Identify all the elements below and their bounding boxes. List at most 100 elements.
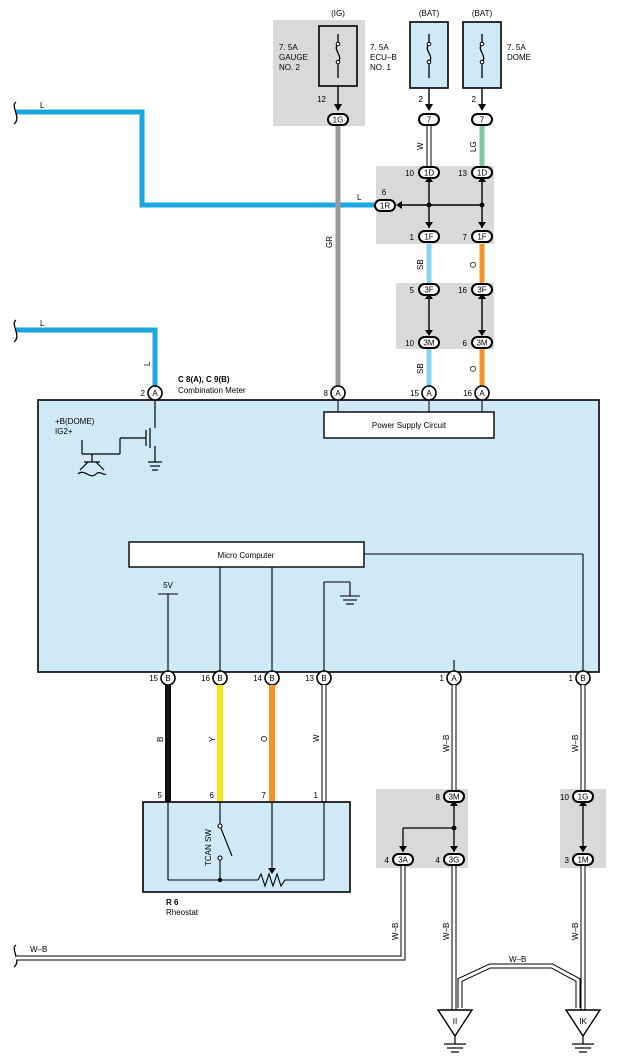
connector-3f-5: 3F 5	[410, 283, 440, 296]
tcan-sw-label: TCAN SW	[204, 829, 213, 866]
wire-label: L	[40, 101, 45, 110]
power-supply-label: Power Supply Circuit	[372, 421, 447, 430]
ground-ii: II	[436, 1009, 474, 1053]
connector-3f-16: 3F 16	[458, 283, 493, 296]
wire-label: W–B	[391, 923, 400, 940]
conn-label: 3F	[424, 286, 433, 295]
connector-fuse1-out: 1G	[327, 113, 349, 126]
rheostat	[142, 801, 351, 893]
meter-pin-b15: B 15	[149, 670, 176, 686]
connector-3m-8: 3M 8	[436, 790, 465, 803]
conn-label: 1D	[424, 169, 434, 178]
wire-label: LG	[469, 141, 478, 152]
wire-label: B	[156, 737, 165, 742]
wire-wb-bridge	[457, 963, 581, 1008]
conn-label: A	[451, 674, 457, 683]
conn-label: B	[269, 674, 274, 683]
fuse-name2: NO. 2	[279, 63, 300, 72]
conn-label: 3M	[476, 339, 487, 348]
pin-number: 12	[317, 95, 326, 104]
meter-pin-a15: A 15	[410, 385, 437, 401]
wire-label: W	[416, 142, 425, 150]
fuse-name: ECU–B	[370, 53, 397, 62]
wire-label: W–B	[30, 945, 47, 954]
pin-number: 5	[410, 286, 415, 295]
pin-number: 6	[210, 791, 215, 800]
wire-wb-rheostat	[16, 866, 406, 961]
connector-fuse2-out: 7	[418, 113, 440, 126]
micro-computer	[128, 541, 365, 568]
pin-number: 1	[314, 791, 319, 800]
meter-subtitle: Combination Meter	[178, 386, 246, 395]
conn-label: B	[217, 674, 222, 683]
conn-label: 1R	[380, 202, 390, 211]
conn-label: B	[165, 674, 170, 683]
fuse-rating: 7. 5A	[370, 43, 389, 52]
conn-label: A	[479, 389, 485, 398]
pin-number: 1	[410, 233, 415, 242]
pin-number: 14	[253, 674, 262, 683]
pin-number: 7	[262, 791, 267, 800]
pin-number: 3	[565, 856, 570, 865]
wire-label: O	[260, 736, 269, 742]
connector-3a-4: 3A 4	[385, 853, 414, 866]
wire-label: W–B	[571, 735, 580, 752]
conn-label: 1M	[577, 856, 588, 865]
conn-label: 3G	[449, 856, 460, 865]
pin-number: 10	[405, 169, 414, 178]
meter-pin-b13: B 13	[305, 670, 332, 686]
wire-label: SB	[416, 363, 425, 374]
fuse-dome: (BAT) 7. 5A DOME	[462, 9, 531, 89]
rheostat-internal	[167, 802, 325, 888]
wire-label: W	[312, 734, 321, 742]
conn-label: 3M	[423, 339, 434, 348]
ig2-label: IG2+	[55, 427, 73, 436]
connector-fuse3-out: 7	[471, 113, 493, 126]
connector-1m-3: 1M 3	[565, 853, 594, 866]
conn-label: 3A	[398, 856, 408, 865]
pin-number: 8	[324, 389, 329, 398]
connector-1d-10: 1D 10	[405, 166, 440, 179]
five-v-label: 5V	[163, 581, 173, 590]
pin-number: 15	[149, 674, 158, 683]
pin-number: 1	[440, 674, 445, 683]
bdome-label: +B(DOME)	[55, 417, 95, 426]
power-supply-circuit	[323, 411, 495, 439]
pin-number: 13	[458, 169, 467, 178]
connector-1d-13: 1D 13	[458, 166, 493, 179]
conn-label: 3M	[448, 793, 459, 802]
fuse-name: GAUGE	[279, 53, 308, 62]
fuse-rating: 7. 5A	[279, 43, 298, 52]
wire-label: O	[469, 366, 478, 372]
pin-number: 2	[141, 389, 146, 398]
conn-label: 1F	[424, 233, 433, 242]
pin-number: 4	[436, 856, 441, 865]
wire-l-top	[16, 109, 380, 208]
meter-internal-lines	[158, 553, 584, 672]
connector-3m-10: 3M 10	[405, 336, 440, 349]
conn-label: 7	[427, 116, 432, 125]
wire-label: W–B	[442, 923, 451, 940]
conn-label: 3F	[477, 286, 486, 295]
fuse-name: DOME	[507, 53, 531, 62]
micro-computer-label: Micro Computer	[218, 551, 275, 560]
pin-number: 2	[419, 95, 424, 104]
meter-pin-a2: A 2	[141, 385, 163, 401]
connector-1f-1: 1F 1	[410, 230, 440, 243]
wire-label: Y	[208, 736, 217, 742]
wire-label: SB	[416, 259, 425, 270]
conn-label: 1G	[333, 116, 344, 125]
conn-label: 1F	[477, 233, 486, 242]
conn-label: 1G	[578, 793, 589, 802]
pin-number: 4	[385, 856, 390, 865]
fuse-source: (IG)	[331, 9, 345, 18]
pin-number: 15	[410, 389, 419, 398]
wire-label: L	[40, 319, 45, 328]
conn-label: B	[321, 674, 326, 683]
pin-number: 7	[463, 233, 468, 242]
connector-1g-10: 1G 10	[560, 790, 594, 803]
conn-label: A	[426, 389, 432, 398]
meter-pin-b1: B 1	[569, 670, 591, 686]
rheostat-code: R 6	[166, 898, 179, 907]
fuse-name2: NO. 1	[370, 63, 391, 72]
